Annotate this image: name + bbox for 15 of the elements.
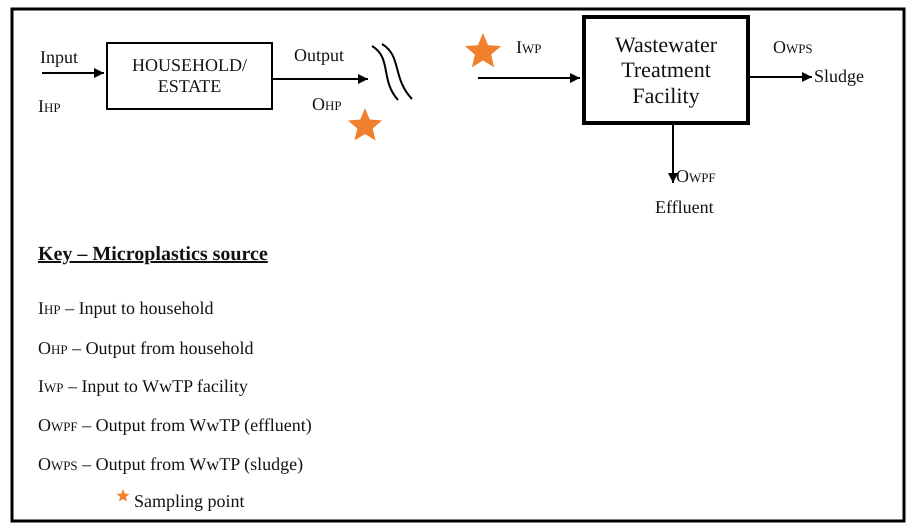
legend-label: Sampling point xyxy=(134,492,245,512)
box-label: HOUSEHOLD/ ESTATE xyxy=(131,55,248,97)
box-label: Wastewater Treatment Facility xyxy=(614,32,718,108)
arrow xyxy=(42,68,104,78)
arrow xyxy=(478,73,580,83)
arrow xyxy=(750,72,812,82)
output-label: Effluent xyxy=(654,196,715,218)
arrow xyxy=(273,74,368,84)
process-box xyxy=(106,42,273,110)
edge-label: Input xyxy=(40,48,78,68)
output-label: Sludge xyxy=(814,66,866,87)
edge-label: Output xyxy=(294,46,344,66)
key-title: Key – Microplastics source xyxy=(38,243,268,265)
arrow xyxy=(668,125,678,183)
process-box xyxy=(582,15,750,125)
